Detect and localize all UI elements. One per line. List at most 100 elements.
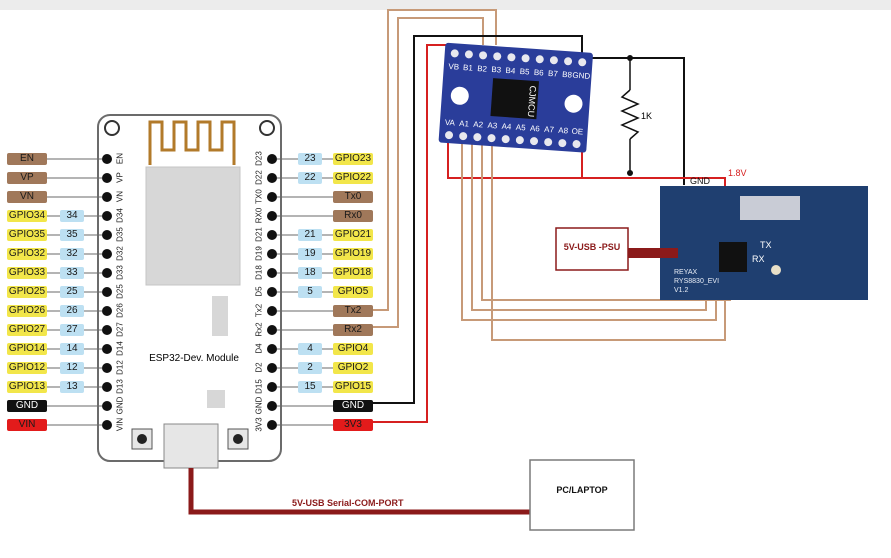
pin-label: VN [7,191,47,203]
level-shifter-pin [507,53,516,62]
left-header-pin [102,363,112,373]
level-shifter-pin-label: B4 [505,66,516,76]
level-shifter-pin [479,51,488,60]
sensor-line3: V1.2 [674,287,689,294]
left-header-pin [102,325,112,335]
level-shifter-pin [535,55,544,64]
right-header-pin [267,401,277,411]
pin-label: GPIO35 [7,229,47,241]
level-shifter-pin [572,140,581,149]
pin-number: 32 [60,248,84,260]
right-header-pin [267,363,277,373]
pin-label: GPIO33 [7,267,47,279]
level-shifter-pin-label: B5 [519,67,530,77]
level-shifter-pin [521,54,530,63]
right-header-pin [267,287,277,297]
pin-label: GPIO18 [333,267,373,279]
pin-number: 23 [298,153,322,165]
left-header-pin [102,230,112,240]
micro-usb-port [163,423,219,469]
pin-label: GPIO2 [333,362,373,374]
pin-label: VIN [7,419,47,431]
level-shifter-pin-label: B8 [562,70,573,80]
level-shifter-pin [578,58,587,67]
pin-label: GPIO34 [7,210,47,222]
usb-cable-label: 5V-USB Serial-COM-PORT [292,498,404,508]
gnd-label: GND [690,176,710,186]
wire-gnd-ext [582,57,685,185]
level-shifter-pin-label: B7 [548,69,559,79]
level-shifter-pin [473,133,482,142]
level-shifter-pin-label: A3 [487,121,498,131]
level-shifter-pin [493,52,502,61]
level-shifter-pin [487,134,496,143]
level-shifter-pin-label: GND [572,71,591,81]
resistor-label: 1K [641,111,653,121]
left-header-pin [102,344,112,354]
pin-number: 22 [298,172,322,184]
right-header-pin [267,230,277,240]
right-header-pin [267,382,277,392]
wire-gnd [362,35,583,404]
level-shifter-pin-label: A1 [459,119,470,129]
level-shifter-pin [544,138,553,147]
psu-box [555,227,629,271]
wire-a3 [491,143,726,341]
pin-label: GPIO22 [333,172,373,184]
top-strip [0,0,891,10]
right-header-pin [267,192,277,202]
level-shifter-pin [501,135,510,144]
psu-label: 5V-USB -PSU [563,242,621,252]
level-shifter-pin [515,136,524,145]
left-header-pin [102,268,112,278]
module-label: ESP32-Dev. Module [149,353,239,364]
left-header-pin [102,249,112,259]
wire-tx2 [362,9,497,311]
sensor-rx: RX [752,254,765,264]
level-shifter-pin [445,131,454,140]
resistor [620,89,640,140]
pin-number: 35 [60,229,84,241]
esp32-chip [145,166,241,286]
pin-label: GPIO21 [333,229,373,241]
level-shifter-pin-label: B2 [477,64,488,74]
level-shifter-pin-label: B3 [491,65,502,75]
pin-label: Rx0 [333,210,373,222]
level-shifter-pin-label: A4 [501,122,512,132]
level-shifter-pin-label: VA [445,118,456,128]
pin-number: 18 [298,267,322,279]
usb-cable [188,468,530,515]
pin-label: GPIO32 [7,248,47,260]
left-header-pin [102,306,112,316]
level-shifter-pin [464,50,473,59]
pin-label: GPIO14 [7,343,47,355]
pin-label: GPIO5 [333,286,373,298]
left-header-pin [102,173,112,183]
pin-label: GPIO27 [7,324,47,336]
mount-hole-tr [259,120,275,136]
right-header-pin [267,211,277,221]
voltage-label: 1.8V [728,168,747,178]
level-shifter-pin-label: B6 [534,68,545,78]
right-header-pin [267,249,277,259]
pin-number: 12 [60,362,84,374]
right-header-pin [267,173,277,183]
pin-number: 14 [60,343,84,355]
pin-label: GPIO4 [333,343,373,355]
pin-number: 13 [60,381,84,393]
small-component-1 [212,296,228,336]
level-shifter-pin-label: VB [448,62,459,72]
pin-label: GPIO15 [333,381,373,393]
header-pin-name: VIN [115,417,125,432]
level-shifter-pin [558,139,567,148]
pin-label: GND [333,400,373,412]
pin-number: 25 [60,286,84,298]
pin-label: GPIO25 [7,286,47,298]
pin-number: 34 [60,210,84,222]
left-header-pin [102,211,112,221]
left-header-pin [102,420,112,430]
sensor-connector [719,242,747,272]
small-component-2 [207,390,225,408]
